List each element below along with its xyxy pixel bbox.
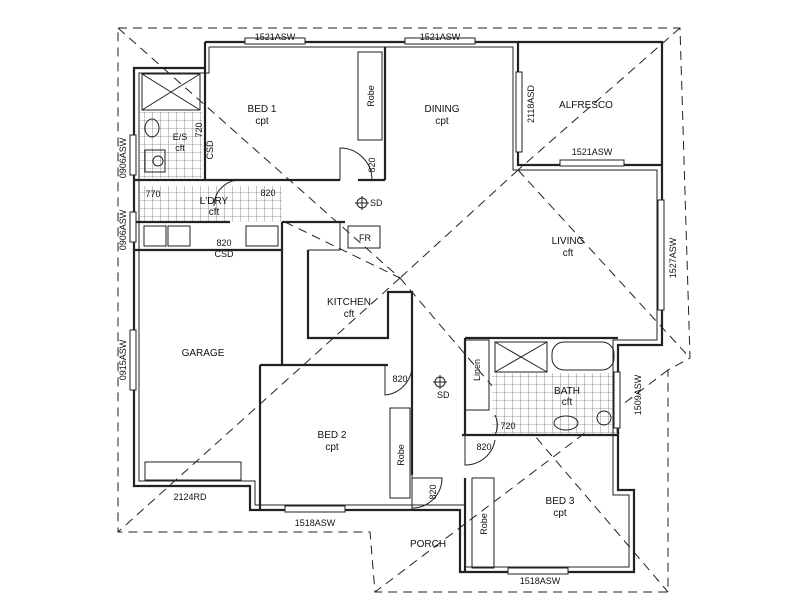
- robe-label-bed3: Robe: [479, 513, 489, 535]
- room-finish-ldry: cft: [209, 207, 220, 218]
- roof-outline: [117, 27, 691, 593]
- room-finish-bath: cft: [562, 397, 573, 408]
- window-label-es-side: 0906ASW: [118, 137, 128, 178]
- robe-label-bed1: Robe: [366, 85, 376, 107]
- room-finish-dining: cpt: [435, 116, 449, 127]
- door-label-porch: 820: [428, 484, 438, 499]
- room-name-bed3: BED 3: [546, 496, 575, 507]
- internal-walls: [134, 47, 618, 572]
- door-label-bed1: 820: [367, 157, 377, 172]
- room-name-bed1: BED 1: [248, 104, 277, 115]
- door-label-bath: 720: [500, 421, 515, 431]
- window-label-ldry-side: 0906ASW: [118, 209, 128, 250]
- door-label-ldry-right: 820: [260, 188, 275, 198]
- room-name-dining: DINING: [425, 104, 460, 115]
- window-label-living-side: 1527ASW: [668, 237, 678, 278]
- room-name-alfresco: ALFRESCO: [559, 100, 613, 111]
- room-name-bath: BATH: [554, 386, 580, 397]
- window-label-alfresco-bottom: 1521ASW: [572, 147, 613, 157]
- window-label-alfresco-side: 2118ASD: [526, 85, 536, 123]
- window-label-bed1-top: 1521ASW: [255, 32, 296, 42]
- room-name-ldry: L'DRY: [200, 196, 229, 207]
- door-label-csd: 820: [216, 238, 231, 248]
- fixtures: [141, 73, 615, 509]
- room-finish-bed1: cpt: [255, 116, 269, 127]
- smoke-detector-label-1: SD: [370, 198, 383, 208]
- room-name-garage: GARAGE: [182, 348, 225, 359]
- window-label-dining-top: 1521ASW: [420, 32, 461, 42]
- room-name-kitchen: KITCHEN: [327, 297, 371, 308]
- window-label-bath-side: 1509ASW: [633, 374, 643, 415]
- door-label-bed3: 820: [476, 442, 491, 452]
- room-name-living: LIVING: [552, 236, 585, 247]
- garage-door-label: 2124RD: [173, 492, 207, 502]
- room-finish-bed3: cpt: [553, 508, 567, 519]
- linen-label: Linen: [472, 359, 482, 381]
- room-finish-living: cft: [563, 248, 574, 259]
- fridge-label: FR: [359, 233, 371, 243]
- room-name-bed2: BED 2: [318, 430, 347, 441]
- door-label-ldry-left: 770: [145, 189, 160, 199]
- external-walls: [132, 40, 664, 574]
- window-label-bed3-bottom: 1518ASW: [520, 576, 561, 586]
- room-finish-kitchen: cft: [344, 309, 355, 320]
- window-label-bed2-bottom: 1518ASW: [295, 518, 336, 528]
- room-finish-es: cft: [175, 143, 185, 153]
- smoke-detector-label-2: SD: [437, 390, 450, 400]
- csd-label-laundry: CSD: [214, 249, 234, 259]
- room-finish-bed2: cpt: [325, 442, 339, 453]
- windows: [129, 37, 665, 575]
- door-label-es: 720: [194, 122, 204, 137]
- room-name-porch: PORCH: [410, 539, 446, 550]
- room-name-es: E/S: [173, 132, 188, 142]
- door-label-bed2: 820: [392, 374, 407, 384]
- csd-label-ensuite: CSD: [205, 140, 215, 160]
- robe-label-bed2: Robe: [396, 444, 406, 466]
- window-label-garage-side: 0915ASW: [118, 339, 128, 380]
